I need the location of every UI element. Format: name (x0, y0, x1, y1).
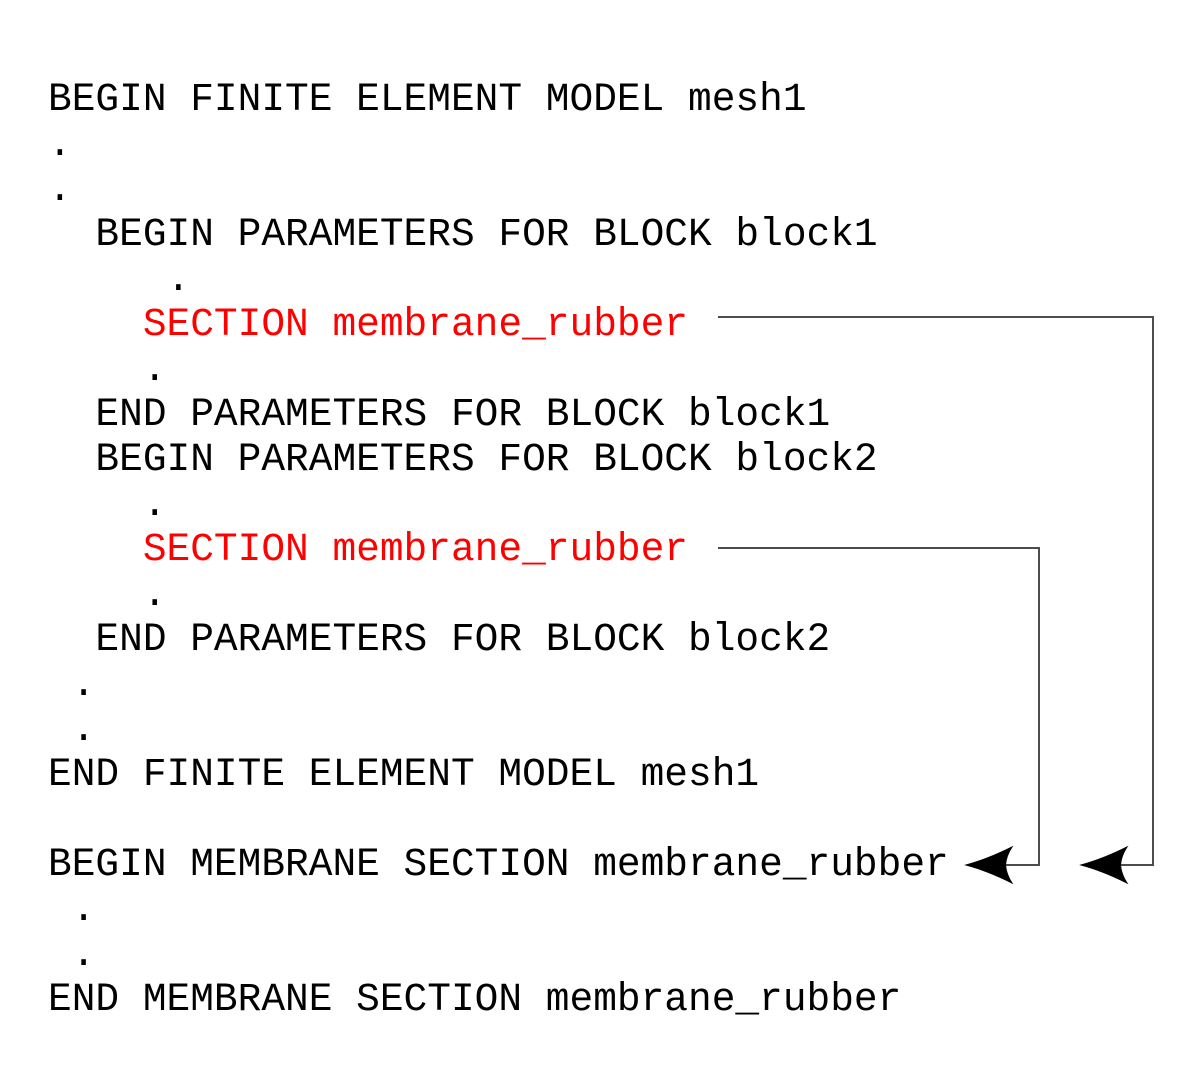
stmt-end-finite-element-model: END FINITE ELEMENT MODEL mesh1 (48, 752, 760, 797)
ellipsis-dot: . (48, 122, 72, 167)
stmt-end-parameters-block2: END PARAMETERS FOR BLOCK block2 (48, 617, 831, 662)
ellipsis-dot: . (48, 257, 191, 302)
ellipsis-dot: . (48, 707, 96, 752)
stmt-begin-parameters-block1: BEGIN PARAMETERS FOR BLOCK block1 (48, 212, 878, 257)
ellipsis-dot: . (48, 887, 96, 932)
stmt-begin-finite-element-model: BEGIN FINITE ELEMENT MODEL mesh1 (48, 77, 807, 122)
ellipsis-dot: . (48, 167, 72, 212)
code-listing: BEGIN FINITE ELEMENT MODEL mesh1.. BEGIN… (48, 77, 949, 1022)
left-arrowhead-icon (1079, 845, 1129, 885)
stmt-end-membrane-section: END MEMBRANE SECTION membrane_rubber (48, 977, 902, 1022)
stmt-end-parameters-block1: END PARAMETERS FOR BLOCK block1 (48, 392, 831, 437)
ellipsis-dot: . (48, 482, 167, 527)
stmt-begin-parameters-block2: BEGIN PARAMETERS FOR BLOCK block2 (48, 437, 878, 482)
stmt-section-ref-block2: SECTION membrane_rubber (48, 527, 689, 572)
ellipsis-dot: . (48, 572, 167, 617)
ellipsis-dot: . (48, 347, 167, 392)
ellipsis-dot: . (48, 662, 96, 707)
stmt-section-ref-block1: SECTION membrane_rubber (48, 302, 689, 347)
ellipsis-dot: . (48, 932, 96, 977)
left-arrowhead-icon (964, 845, 1014, 885)
blank-line (48, 797, 949, 842)
stmt-begin-membrane-section: BEGIN MEMBRANE SECTION membrane_rubber (48, 842, 949, 887)
